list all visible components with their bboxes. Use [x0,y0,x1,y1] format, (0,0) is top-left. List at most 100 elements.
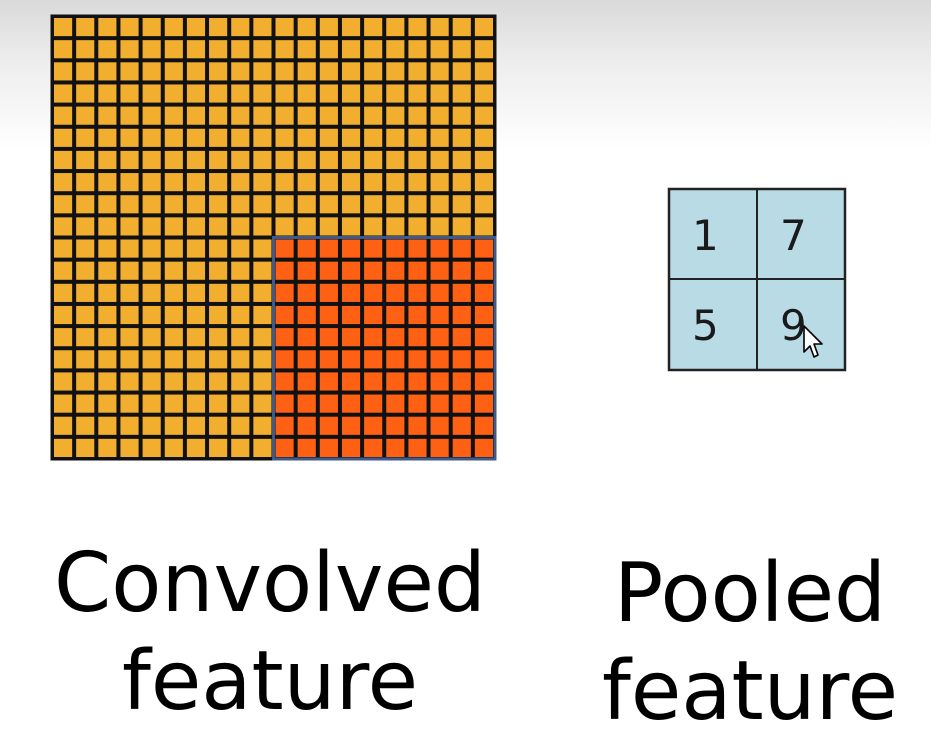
convolved-cell [386,62,405,81]
pooled-value-3: 5 [692,301,719,350]
convolved-cell [430,217,449,236]
highlighted-cell [341,328,361,347]
convolved-cell [231,239,250,258]
highlighted-cell [341,372,361,391]
convolved-cell [76,350,95,369]
highlighted-cell [474,261,493,280]
convolved-cell [253,173,272,192]
convolved-cell [120,239,139,258]
highlighted-cell [319,372,338,391]
pooled-cell-2 [757,189,845,279]
convolved-cell [186,438,206,457]
highlighted-cell [386,372,405,391]
convolved-cell [54,394,73,413]
convolved-cell [142,106,161,125]
convolved-cell [253,84,272,103]
highlighted-cell [341,350,361,369]
convolved-cell [98,18,117,37]
convolved-cell [98,350,117,369]
highlighted-cell [474,394,493,413]
convolved-cell [164,305,183,325]
highlighted-cell [319,328,338,347]
convolved-cell [253,195,272,214]
convolved-cell [142,195,161,214]
convolved-cell [142,239,161,258]
convolved-cell [186,62,206,81]
convolved-cell [341,150,361,170]
convolved-cell [98,261,117,280]
convolved-cell [98,217,117,236]
convolved-cell [209,261,228,280]
highlighted-cell [275,350,294,369]
highlighted-cell [386,394,405,413]
convolved-cell [76,239,95,258]
convolved-cell [364,217,383,236]
pooled-feature-grid [667,187,847,372]
convolved-cell [209,372,228,391]
convolved-cell [76,195,95,214]
convolved-cell [253,328,272,347]
convolved-cell [452,150,471,170]
convolved-cell [209,350,228,369]
highlighted-cell [364,261,383,280]
convolved-cell [164,350,183,369]
convolved-cell [319,18,338,37]
convolved-cell [408,84,427,103]
highlighted-cell [474,239,493,258]
highlighted-cell [297,350,316,369]
convolved-cell [142,217,161,236]
convolved-cell [120,394,139,413]
convolved-cell [275,195,294,214]
convolved-cell [76,416,95,435]
convolved-cell [98,40,117,59]
convolved-cell [164,128,183,147]
highlighted-cell [386,261,405,280]
highlighted-cell [408,328,427,347]
convolved-cell [120,40,139,59]
highlighted-cell [386,305,405,325]
convolved-cell [120,195,139,214]
highlighted-cell [408,261,427,280]
convolved-cell [186,40,206,59]
convolved-cell [364,84,383,103]
convolved-cell [430,84,449,103]
convolved-caption-line1: Convolved [54,536,486,631]
convolved-cell [452,40,471,59]
convolved-cell [54,106,73,125]
convolved-cell [98,372,117,391]
convolved-cell [209,84,228,103]
convolved-cell [408,62,427,81]
convolved-cell [120,84,139,103]
highlighted-cell [319,261,338,280]
convolved-cell [386,217,405,236]
convolved-cell [120,328,139,347]
convolved-cell [231,394,250,413]
convolved-cell [142,62,161,81]
highlighted-cell [474,350,493,369]
convolved-cell [253,394,272,413]
convolved-cell [408,40,427,59]
highlighted-cell [341,394,361,413]
pooled-grid-outline [667,187,847,372]
convolved-cell [253,18,272,37]
convolved-cell [164,283,183,302]
convolved-cell [297,106,316,125]
convolved-cell [275,217,294,236]
convolved-cell [275,150,294,170]
convolved-cell [319,40,338,59]
convolved-cell [430,18,449,37]
convolved-cell [275,173,294,192]
convolved-cell [186,128,206,147]
convolved-feature-caption: Convolved feature [20,535,520,732]
convolved-cell [142,305,161,325]
highlighted-cell [297,328,316,347]
convolved-cell [120,416,139,435]
convolved-cell [142,416,161,435]
pooling-window-highlight [272,236,497,461]
convolved-cell [474,106,493,125]
convolved-cell [98,62,117,81]
convolved-cell [76,173,95,192]
convolved-cell [408,195,427,214]
convolved-cell [209,150,228,170]
convolved-cell [253,438,272,457]
